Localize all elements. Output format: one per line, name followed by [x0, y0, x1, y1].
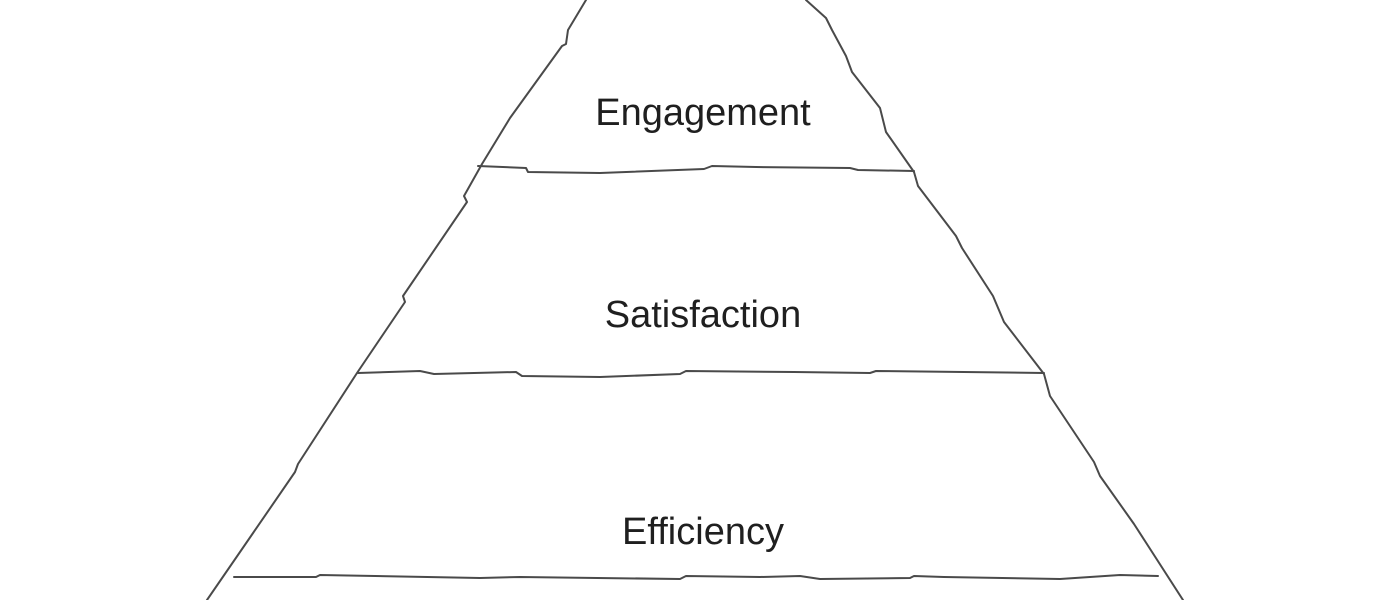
tier-divider-2 — [357, 370, 1045, 378]
tier-divider-1 — [477, 165, 915, 174]
tier-label-engagement: Engagement — [595, 92, 811, 134]
pyramid-base-line — [233, 574, 1159, 580]
pyramid-left-edge — [206, 0, 587, 600]
tier-label-efficiency: Efficiency — [622, 511, 784, 553]
tier-label-satisfaction: Satisfaction — [605, 294, 801, 336]
pyramid-right-edge — [805, 0, 1184, 600]
